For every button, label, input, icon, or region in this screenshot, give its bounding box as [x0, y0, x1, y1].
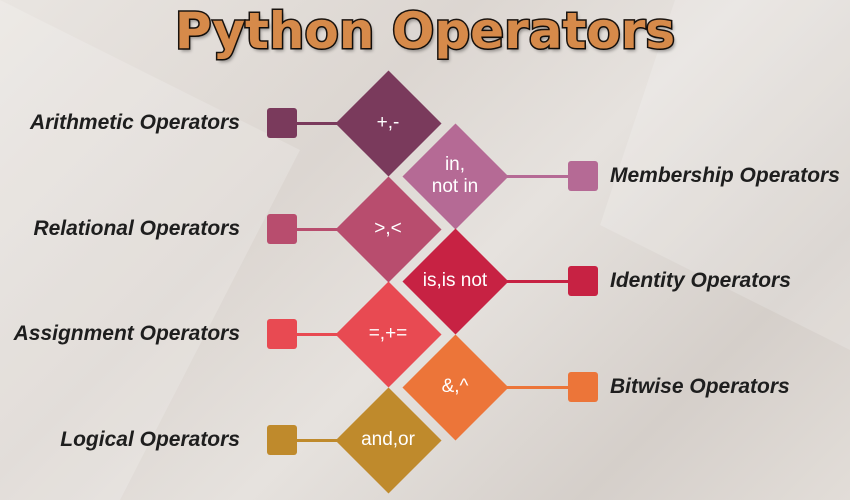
membership-operators-marker — [568, 161, 598, 191]
logical-operators-label: Logical Operators — [60, 428, 240, 451]
assignment-operators-marker — [267, 319, 297, 349]
arithmetic-operators-connector — [297, 122, 337, 125]
arithmetic-operators-marker — [267, 108, 297, 138]
relational-operators-symbol: >,< — [374, 218, 402, 239]
page-title: Python Operators — [173, 1, 676, 62]
assignment-operators-label: Assignment Operators — [13, 322, 240, 345]
logical-operators-connector — [297, 439, 337, 442]
assignment-operators-connector — [297, 333, 337, 336]
relational-operators-label: Relational Operators — [33, 217, 240, 240]
relational-operators-marker — [267, 214, 297, 244]
identity-operators-connector — [506, 280, 568, 283]
membership-operators-connector — [506, 175, 568, 178]
bitwise-operators-label: Bitwise Operators — [610, 375, 790, 398]
bitwise-operators-symbol: &,^ — [441, 376, 469, 397]
identity-operators-symbol: is,is not — [422, 270, 488, 291]
logical-operators-marker — [267, 425, 297, 455]
logical-operators-symbol: and,or — [361, 429, 415, 450]
arithmetic-operators-label: Arithmetic Operators — [29, 111, 240, 134]
identity-operators-label: Identity Operators — [610, 269, 791, 292]
relational-operators-connector — [297, 228, 337, 231]
membership-operators-symbol: in, not in — [431, 154, 479, 197]
membership-operators-label: Membership Operators — [610, 164, 840, 187]
arithmetic-operators-symbol: +,- — [376, 112, 400, 133]
bitwise-operators-connector — [506, 386, 568, 389]
identity-operators-marker — [568, 266, 598, 296]
bitwise-operators-marker — [568, 372, 598, 402]
assignment-operators-symbol: =,+= — [368, 323, 408, 344]
